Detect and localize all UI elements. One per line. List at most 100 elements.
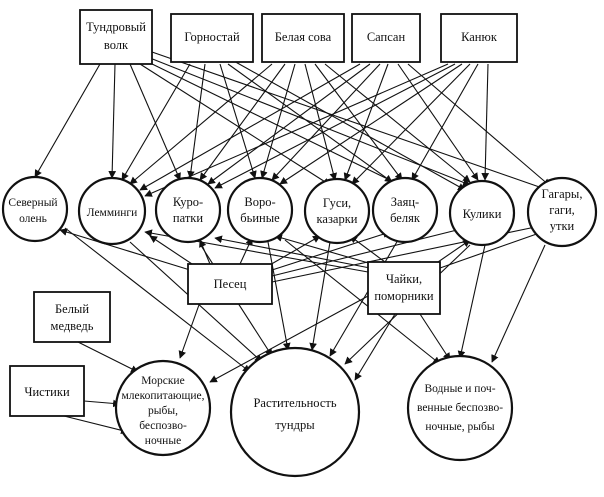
node-lemmings: Лемминги: [77, 176, 147, 246]
node-waders: Кулики: [448, 179, 516, 247]
edge-fox-reindeer: [59, 228, 191, 271]
node-hare-line-2: беляк: [390, 211, 421, 225]
edge-gulls-sparrows: [274, 234, 373, 265]
edge-gulls-waders: [437, 239, 471, 263]
node-waders-line-1: Кулики: [463, 207, 502, 221]
edge-buzzard-lemmings: [144, 63, 449, 197]
node-fox-line-1: Песец: [214, 277, 247, 291]
node-loons-line-1: Гагары,: [542, 187, 583, 201]
edge-guillemots-marine-lower: [59, 414, 129, 435]
node-marine-line-1: Морские: [141, 375, 184, 387]
edge-fox-geese: [267, 235, 321, 267]
edge-bear-marine: [77, 341, 139, 373]
node-loons-line-3: утки: [550, 219, 575, 233]
edge-waders-aquatic: [457, 244, 486, 359]
node-bear: Белый медведь: [33, 291, 111, 343]
edge-owl-sparrows: [260, 63, 296, 179]
node-lemmings-line-1: Лемминги: [87, 207, 138, 219]
node-vegetation-line-2: тундры: [275, 418, 315, 432]
node-ptarmigan-line-1: Куро-: [173, 195, 203, 209]
edge-ermine-lemmings: [121, 63, 191, 181]
edge-ermine-waders: [231, 59, 466, 191]
edge-buzzard-waders: [481, 63, 490, 181]
edge-owl-waders: [324, 63, 471, 183]
edge-buzzard-sparrows: [279, 63, 463, 185]
node-wolf-line-1: Тундровый: [86, 20, 146, 34]
edge-owl-ptarmigan: [199, 63, 286, 181]
edge-ermine-ptarmigan: [187, 63, 206, 179]
node-wolf-line-2: волк: [104, 38, 129, 52]
edge-falcon-sparrows: [271, 63, 381, 181]
edge-wolf-reindeer: [34, 63, 101, 178]
node-hare: Заяц- беляк: [371, 176, 439, 244]
edge-hare-vegetation: [329, 239, 399, 357]
node-reindeer: Северный олень: [1, 175, 69, 243]
edge-wolf-loons: [151, 51, 549, 192]
node-reindeer-line-2: олень: [19, 213, 47, 225]
node-owl-line-1: Белая сова: [275, 30, 332, 44]
edge-fox-marine: [178, 301, 201, 359]
node-marine-line-3: рыбы,: [148, 405, 178, 417]
node-sparrows-line-2: бьиные: [240, 211, 280, 225]
edge-owl-lemmings: [129, 63, 273, 185]
edge-falcon-loons: [407, 63, 551, 187]
node-marine-line-4: беспозво-: [139, 420, 187, 432]
edge-fox-hare: [271, 230, 391, 271]
edge-fox-sparrows: [239, 237, 253, 265]
edge-geese-vegetation: [309, 241, 331, 351]
node-gulls-line-1: Чайки,: [386, 272, 422, 286]
edge-gulls-ptarmigan: [214, 235, 371, 269]
node-bear-line-1: Белый: [55, 302, 89, 316]
node-vegetation-line-1: Растительность: [253, 396, 336, 410]
node-gulls: Чайки, поморники: [367, 261, 441, 315]
node-sparrows-line-1: Воро-: [244, 195, 275, 209]
node-marine-line-5: ночные: [145, 435, 181, 447]
edge-ermine-hare: [227, 63, 393, 183]
node-geese-line-2: казарки: [317, 212, 358, 226]
edge-loons-aquatic: [491, 244, 546, 363]
edge-buzzard-geese: [351, 63, 471, 185]
node-ermine: Горностай: [170, 13, 254, 63]
node-fox: Песец: [187, 263, 273, 305]
edge-wolf-lemmings: [108, 63, 117, 179]
node-ermine-line-1: Горностай: [184, 30, 240, 44]
node-vegetation: Растительность тундры: [229, 346, 361, 478]
node-geese: Гуси, казарки: [303, 177, 371, 245]
edge-owl-geese: [304, 63, 337, 181]
node-guillemots-line-1: Чистики: [24, 385, 70, 399]
edge-wolf-geese: [139, 63, 331, 186]
edge-falcon-ptarmigan: [207, 63, 371, 185]
edge-gulls-marine: [209, 295, 369, 383]
edge-gulls-aquatic: [419, 313, 451, 361]
edge-buzzard-hare: [411, 63, 479, 181]
node-sparrows: Воро- бьиные: [226, 176, 294, 244]
node-gulls-line-2: поморники: [374, 289, 434, 303]
node-ptarmigan-line-2: патки: [173, 211, 203, 225]
node-reindeer-line-1: Северный: [8, 197, 57, 209]
node-aquatic-line-3: ночные, рыбы: [425, 421, 494, 433]
edge-sparrows-aquatic: [284, 239, 441, 365]
edge-gulls-geese: [349, 235, 386, 263]
node-ptarmigan: Куро- патки: [154, 176, 222, 244]
edge-gulls-vegetation: [354, 313, 396, 381]
edge-gulls-loons: [439, 228, 549, 269]
node-marine-line-2: млекопитающие,: [121, 390, 204, 402]
node-wolf: Тундровый волк: [79, 9, 153, 65]
node-bear-line-2: медведь: [51, 319, 94, 333]
edge-fox-lemmings: [149, 235, 196, 267]
node-buzzard-line-1: Канюк: [461, 30, 498, 44]
edge-reindeer-vegetation: [64, 227, 251, 373]
edge-falcon-waders: [397, 63, 479, 181]
edge-wolf-hare: [147, 61, 401, 186]
node-loons: Гагары, гаги, утки: [526, 176, 598, 248]
node-falcon: Сапсан: [351, 13, 421, 63]
edge-falcon-geese: [343, 63, 389, 181]
node-marine: Морские млекопитающие, рыбы, беспозво- н…: [114, 359, 212, 457]
node-loons-line-2: гаги,: [549, 203, 575, 217]
edge-sparrows-vegetation: [267, 241, 291, 351]
edge-owl-hare: [314, 63, 403, 181]
node-aquatic: Водные и поч- венные беспозво- ночные, р…: [406, 354, 514, 462]
edge-falcon-lemmings: [139, 63, 361, 191]
edge-wolf-ptarmigan: [129, 63, 181, 181]
